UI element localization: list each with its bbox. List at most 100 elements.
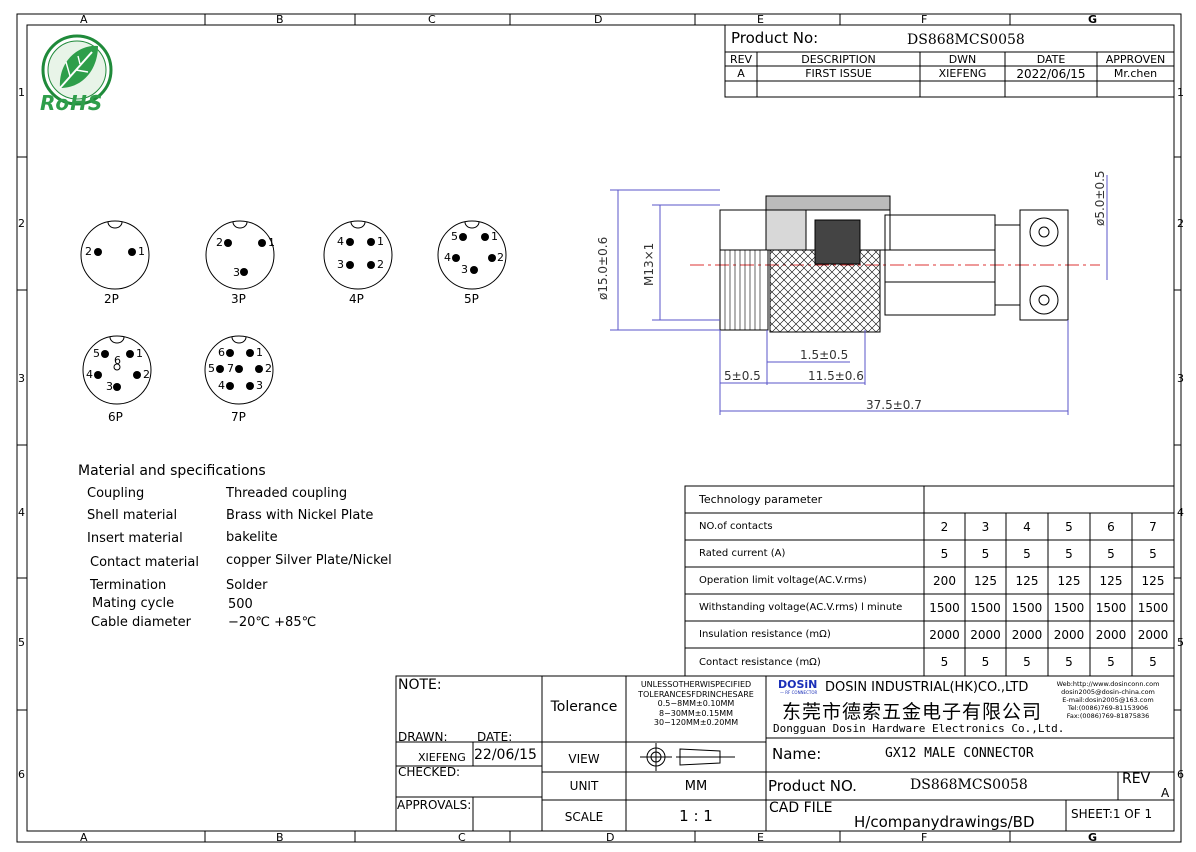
column-label-e-bottom: E: [757, 831, 764, 844]
column-label-f-bottom: F: [921, 831, 928, 844]
rev-label: REV: [1122, 771, 1151, 787]
product-label: Product NO.: [768, 777, 857, 795]
pin-number: 2: [497, 251, 504, 264]
tech-cell: 125: [1099, 573, 1123, 588]
pin-number: 4: [444, 251, 451, 264]
column-label-b: B: [276, 13, 284, 26]
tech-row-label: Insulation resistance (mΩ): [699, 629, 831, 640]
tech-cell: 5: [1149, 654, 1157, 669]
pin-number: 6: [114, 354, 121, 367]
pin-number: 3: [106, 380, 113, 393]
pin-number: 5: [451, 230, 458, 243]
tech-cell: 125: [1141, 573, 1165, 588]
rohs-logo-icon: [41, 34, 113, 106]
pin-number: 4: [337, 235, 344, 248]
unit-label: UNIT: [569, 779, 599, 793]
tech-cell: 5: [1065, 654, 1073, 669]
tech-cell: 125: [1057, 573, 1081, 588]
dosin-logo-sub: — RF CONNECTOR: [780, 690, 818, 695]
approven-header: APPROVEN: [1105, 52, 1166, 66]
tech-cell: 2000: [1095, 627, 1127, 642]
tech-cell: 1500: [929, 600, 960, 615]
column-label-c: C: [428, 13, 436, 26]
tech-cell: 2000: [1137, 627, 1169, 642]
spec-value: 500: [228, 597, 253, 612]
tech-cell: 5: [1107, 654, 1115, 669]
tech-cell: 1500: [1137, 600, 1169, 615]
contact-line: Tel:(0086)769-81153906: [1067, 704, 1149, 712]
tech-cell: 5: [1065, 546, 1073, 561]
description-header: DESCRIPTION: [801, 52, 876, 66]
row-label-4: 4: [18, 506, 25, 519]
tech-cell: 5: [1107, 546, 1115, 561]
tech-cell: 2: [940, 519, 949, 534]
tech-cell: 1500: [1053, 600, 1085, 615]
rev-header: REV: [729, 52, 753, 66]
row-label-1: 1: [18, 86, 25, 99]
spec-label: Termination: [90, 578, 167, 593]
cad-value: H/companydrawings/BD: [854, 813, 1035, 831]
rev-value: A: [1161, 786, 1170, 800]
tech-cell: 1500: [1011, 600, 1043, 615]
approvals-label: APPROVALS:: [397, 798, 472, 812]
spec-value: copper Silver Plate/Nickel: [226, 553, 392, 568]
tech-row-label: Operation limit voltage(AC.V.rms): [699, 575, 867, 586]
dwn-header: DWN: [948, 52, 977, 66]
note-label: NOTE:: [398, 677, 442, 693]
pin-number: 3: [461, 263, 468, 276]
date-value: 2022/06/15: [1016, 66, 1086, 81]
dim-d2: 5±0.5: [724, 369, 761, 383]
spec-value: Threaded coupling: [226, 486, 348, 501]
tolerance-line: TOLERANCESFDRINCHESARE: [638, 689, 754, 699]
row-label-3: 3: [18, 372, 25, 385]
pin-number: 2: [216, 236, 223, 249]
row-label-1-right: 1: [1177, 86, 1184, 99]
contact-line: dosin2005@dosin-china.com: [1061, 688, 1155, 696]
spec-label: Insert material: [87, 531, 183, 546]
pin-layout-label: 5P: [464, 292, 479, 306]
pin-layout-label: 7P: [231, 410, 246, 424]
pin-number: 3: [337, 258, 344, 271]
company-name-en: DOSIN INDUSTRIAL(HK)CO.,LTD: [825, 680, 1029, 695]
spec-label: Mating cycle: [92, 596, 175, 611]
tech-cell: 5: [981, 654, 990, 669]
name-value: GX12 MALE CONNECTOR: [885, 746, 1034, 761]
column-label-g-bottom: G: [1088, 831, 1098, 844]
tech-row-label: Rated current (A): [699, 548, 786, 559]
rev-value: A: [737, 67, 745, 80]
view-label: VIEW: [568, 751, 600, 766]
column-label-a-bottom: A: [80, 831, 88, 844]
row-label-3-right: 3: [1177, 372, 1184, 385]
column-label-g: G: [1088, 13, 1098, 26]
tech-row-label: NO.of contacts: [699, 521, 773, 532]
pin-number: 3: [256, 379, 263, 392]
tech-cell: 5: [1023, 654, 1031, 669]
dim-thread: M13×1: [642, 242, 656, 286]
tech-cell: 1500: [970, 600, 1001, 615]
pin-number: 5: [93, 347, 100, 360]
scale-label: SCALE: [564, 810, 604, 824]
column-label-a: A: [80, 13, 88, 26]
pin-number: 1: [491, 230, 498, 243]
pin-number: 4: [218, 379, 225, 392]
contact-line: Web:http://www.dosinconn.com: [1056, 680, 1160, 688]
tech-cell: 2000: [1053, 627, 1085, 642]
pin-number: 1: [377, 235, 384, 248]
spec-label: Shell material: [87, 508, 178, 523]
pin-number: 2: [143, 368, 150, 381]
pin-layout-label: 2P: [104, 292, 119, 306]
sheet-info: SHEET:1 OF 1: [1071, 807, 1153, 821]
pin-layout-label: 3P: [231, 292, 246, 306]
pin-number: 2: [377, 258, 384, 271]
row-label-6: 6: [18, 768, 25, 781]
spec-value: Solder: [226, 578, 268, 593]
tech-cell: 2000: [1011, 627, 1043, 642]
tech-cell: 200: [933, 573, 956, 588]
tech-cell: 1500: [1095, 600, 1127, 615]
tech-cell: 7: [1149, 519, 1157, 534]
date-label: DATE:: [477, 730, 513, 744]
contact-line: E-mail:dosin2005@163.com: [1062, 696, 1154, 704]
tolerance-line: 0.5−8MM±0.10MM: [657, 699, 735, 708]
dosin-logo: DOSiN: [778, 678, 818, 691]
tolerance-line: 8−30MM±0.15MM: [658, 708, 734, 718]
